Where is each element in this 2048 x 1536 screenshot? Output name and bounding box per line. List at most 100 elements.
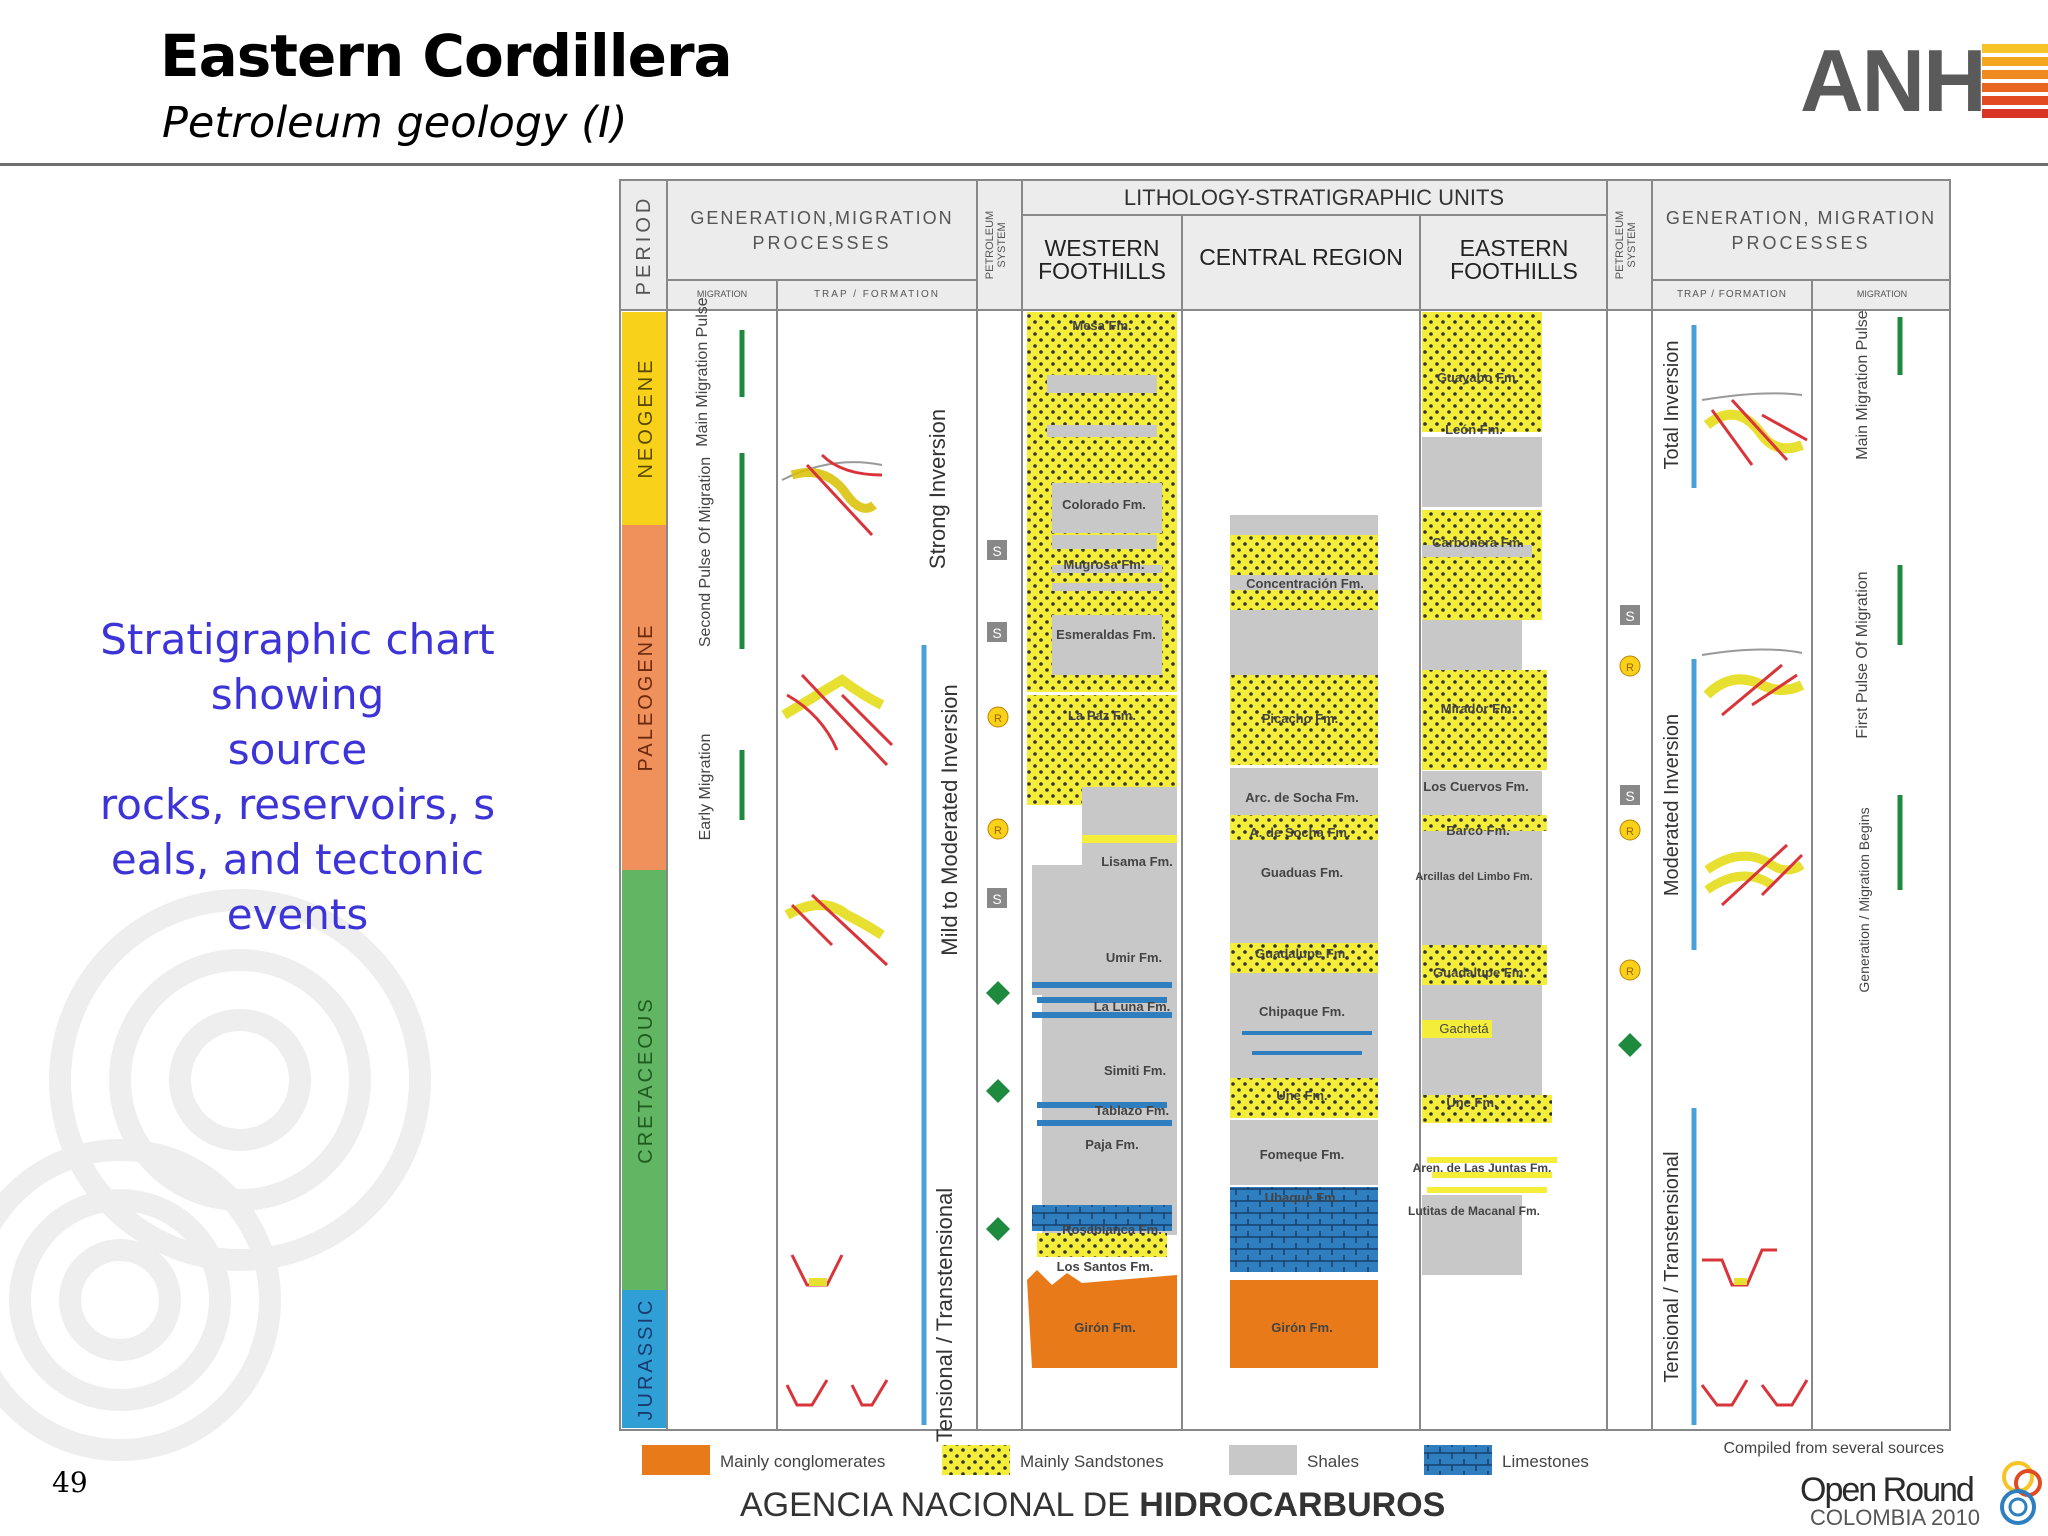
header-petsys-right-2: SYSTEM <box>1626 222 1638 267</box>
slide-title: Eastern Cordillera <box>160 22 733 90</box>
left-tectonic-tensional: Tensional / Transtensional <box>932 1188 957 1442</box>
anh-logo-text: ANH <box>1800 31 1987 130</box>
header-trap-left: TRAP / FORMATION <box>814 289 940 300</box>
right-migration-main: Main Migration Pulse <box>1854 310 1871 460</box>
chart-header <box>619 179 1951 311</box>
header-eastern-2: FOOTHILLS <box>1450 258 1578 284</box>
title-divider <box>0 163 2048 166</box>
svg-text:S: S <box>992 625 1001 641</box>
anh-logo: ANH <box>1800 36 2048 126</box>
stratigraphic-chart: PERIOD GENERATION,MIGRATION PROCESSES MI… <box>619 179 1951 1475</box>
fm-los-santos: Los Santos Fm. <box>1057 1259 1154 1274</box>
fm-concentracion: Concentración Fm. <box>1246 576 1364 591</box>
fm-leon: León Fm. <box>1445 422 1503 437</box>
decorative-swirl-background <box>0 889 431 1461</box>
header-gen-left-1: GENERATION,MIGRATION <box>690 208 953 228</box>
eastern-foothills-column <box>1422 312 1557 1275</box>
header-migration-left: MIGRATION <box>697 289 747 299</box>
openround-swirl-icon <box>2000 1461 2042 1525</box>
fm-lutitas-macanal: Lutitas de Macanal Fm. <box>1408 1204 1540 1218</box>
fm-giron-west: Girón Fm. <box>1074 1320 1135 1335</box>
fm-colorado: Colorado Fm. <box>1062 497 1146 512</box>
right-petroleum-markers: S R S R R <box>1618 605 1642 1057</box>
left-migration-second: Second Pulse Of Migration <box>697 457 714 647</box>
fm-chipaque: Chipaque Fm. <box>1259 1004 1345 1019</box>
period-jurassic-band <box>622 1290 666 1428</box>
fm-une-central: Une Fm. <box>1276 1088 1327 1103</box>
openround-logo-text: Open Round <box>1800 1471 1975 1509</box>
footer-agency: AGENCIA NACIONAL DE HIDROCARBUROS <box>740 1486 1445 1525</box>
fm-lisama: Lisama Fm. <box>1101 854 1173 869</box>
svg-text:S: S <box>992 891 1001 907</box>
header-petsys-left-2: SYSTEM <box>996 222 1008 267</box>
header-central: CENTRAL REGION <box>1199 244 1403 270</box>
slide-subtitle: Petroleum geology (I) <box>162 98 628 148</box>
fm-une-east: Une Fm. <box>1446 1095 1497 1110</box>
svg-text:S: S <box>1625 788 1634 804</box>
left-migration-early: Early Migration <box>697 734 714 841</box>
caption-line: source <box>227 725 368 774</box>
header-gen-right-1: GENERATION, MIGRATION <box>1666 208 1936 228</box>
left-tectonic-mild: Mild to Moderated Inversion <box>937 684 962 955</box>
fm-arcillas-limbo: Arcillas del Limbo Fm. <box>1415 871 1532 883</box>
fm-rosablanca: Rosablanca Fm. <box>1062 1222 1162 1237</box>
header-western-2: FOOTHILLS <box>1038 258 1166 284</box>
fm-carbonera: Carbonera Fm. <box>1432 535 1524 550</box>
svg-text:R: R <box>1626 826 1634 838</box>
diagram-credit: Compiled from several sources <box>1723 1440 1944 1457</box>
fm-a-socha: A. de Socha Fm. <box>1249 825 1350 840</box>
anh-stripes-icon <box>1982 44 2048 118</box>
period-neogene-band <box>622 312 666 525</box>
fm-la-luna: La Luna Fm. <box>1094 999 1171 1014</box>
header-petsys-right-1: PETROLEUM <box>1614 211 1626 279</box>
chart-caption: Stratigraphic chart showing source rocks… <box>90 612 505 942</box>
legend-shales: Shales <box>1307 1452 1359 1471</box>
page-number: 49 <box>52 1466 88 1499</box>
header-period: PERIOD <box>633 195 655 296</box>
fm-barco: Barco Fm. <box>1446 823 1510 838</box>
fm-giron-central: Girón Fm. <box>1271 1320 1332 1335</box>
footer-agency-bold: HIDROCARBUROS <box>1139 1486 1446 1524</box>
fm-fomeque: Fomeque Fm. <box>1260 1147 1345 1162</box>
caption-line: eals, and tectonic <box>110 835 485 884</box>
openround-logo-subtext: COLOMBIA 2010 <box>1810 1505 1980 1530</box>
fm-ubaque: Ubaque Fm. <box>1265 1190 1339 1205</box>
fm-umir: Umir Fm. <box>1106 950 1162 965</box>
legend-sandstones: Mainly Sandstones <box>1020 1452 1164 1471</box>
svg-text:R: R <box>1626 966 1634 978</box>
left-migration-main: Main Migration Pulse <box>694 297 711 447</box>
header-eastern-1: EASTERN <box>1460 235 1569 261</box>
header-petsys-left-1: PETROLEUM <box>984 211 996 279</box>
period-cretaceous-band <box>622 870 666 1290</box>
diagram-legend: Mainly conglomerates Mainly Sandstones S… <box>642 1440 1944 1475</box>
fm-picacho: Picacho Fm. <box>1262 711 1339 726</box>
caption-line: events <box>226 890 369 939</box>
fm-los-cuervos: Los Cuervos Fm. <box>1423 779 1528 794</box>
fm-guadalupe-east: Guadalupe Fm. <box>1433 965 1527 980</box>
fm-paja: Paja Fm. <box>1085 1137 1138 1152</box>
period-cretaceous-label: CRETACEOUS <box>635 996 657 1163</box>
right-tectonic-moderated: Moderated Inversion <box>1661 714 1683 896</box>
fm-guadalupe-central: Guadalupe Fm. <box>1255 946 1349 961</box>
left-petroleum-markers: S S R R S <box>986 540 1010 1241</box>
header-gen-right-2: PROCESSES <box>1731 233 1870 253</box>
left-tectonic-strong-1: Strong Inversion <box>925 409 950 569</box>
legend-conglomerates: Mainly conglomerates <box>720 1452 885 1471</box>
central-region-column <box>1230 515 1378 1368</box>
header-litho: LITHOLOGY-STRATIGRAPHIC UNITS <box>1124 185 1504 210</box>
right-migration-begins: Generation / Migration Begins <box>1856 807 1872 992</box>
header-trap-right: TRAP / FORMATION <box>1677 289 1787 300</box>
header-gen-left-2: PROCESSES <box>752 233 891 253</box>
fm-mugrosa: Mugrosa Fm. <box>1064 557 1145 572</box>
right-trap-structures <box>1700 392 1809 1407</box>
period-jurassic-label: JURASSIC <box>635 1298 657 1421</box>
svg-text:R: R <box>1626 662 1634 674</box>
western-foothills-column <box>1027 312 1177 1368</box>
svg-text:R: R <box>994 825 1002 837</box>
fm-mirador: Mirador Fm. <box>1441 701 1515 716</box>
svg-text:S: S <box>1625 608 1634 624</box>
fm-guaduas: Guaduas Fm. <box>1261 865 1343 880</box>
footer-agency-light: AGENCIA NACIONAL DE <box>740 1486 1140 1524</box>
fm-mesa: Mesa Fm. <box>1072 318 1131 333</box>
header-western-1: WESTERN <box>1045 235 1160 261</box>
